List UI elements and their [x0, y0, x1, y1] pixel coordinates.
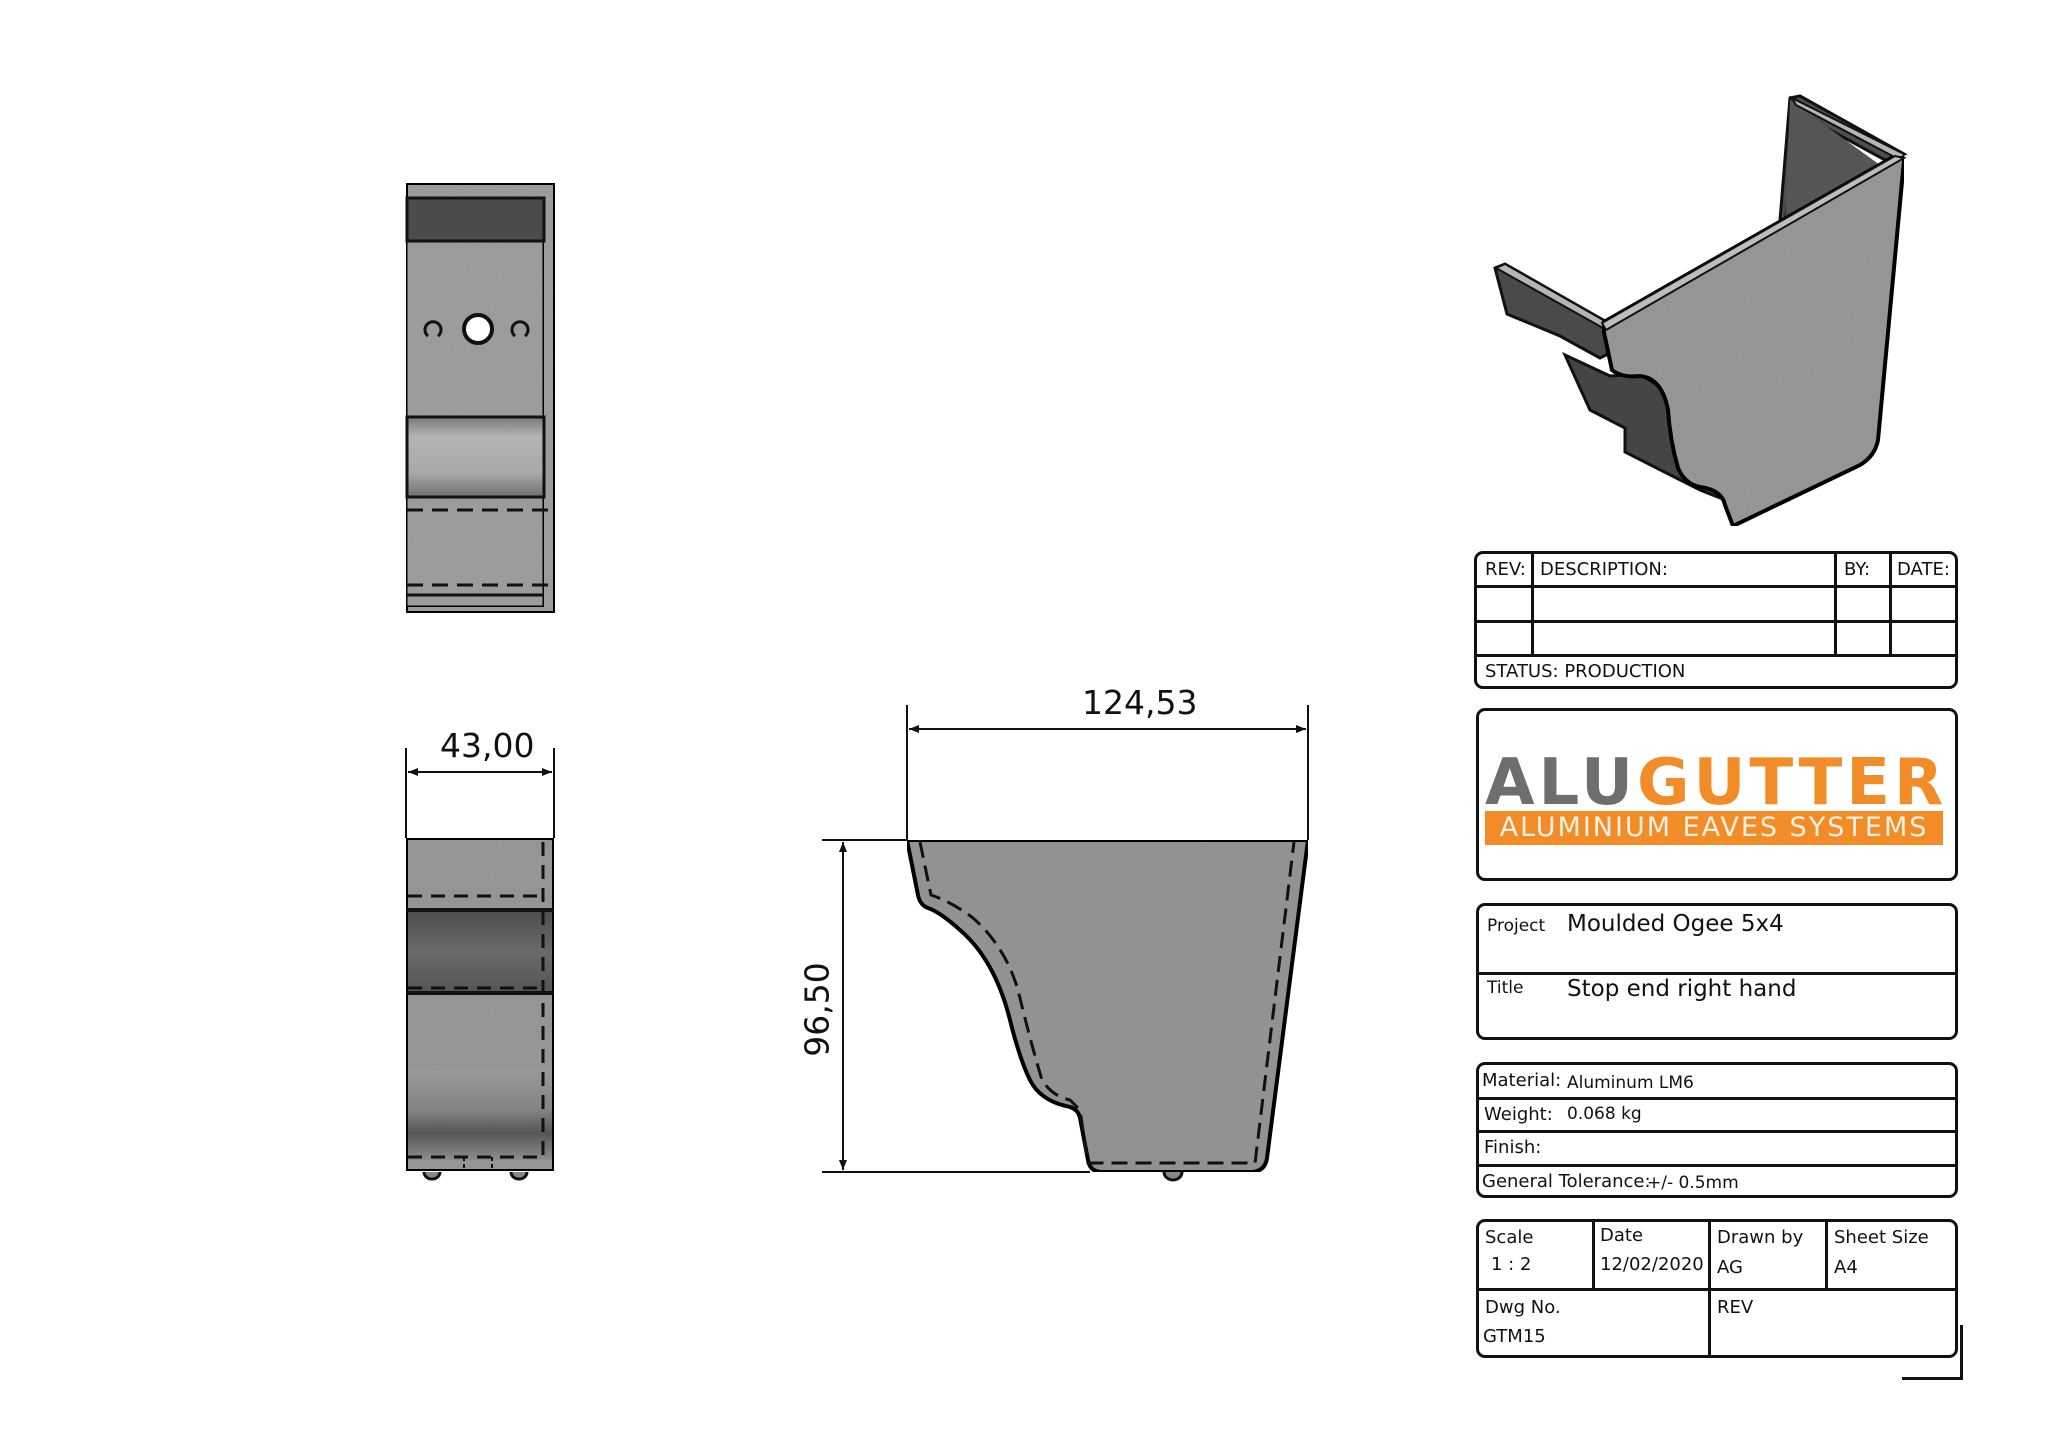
- project-value: Moulded Ogee 5x4: [1567, 911, 1784, 937]
- logo-word-alu: ALU: [1485, 746, 1637, 820]
- title-label: Title: [1487, 978, 1524, 998]
- material-label: Material:: [1482, 1070, 1562, 1091]
- front-view: [822, 705, 1311, 1182]
- logo-word-gutter: GUTTER: [1637, 746, 1948, 820]
- by-header: BY:: [1844, 559, 1871, 580]
- drawn-by-label: Drawn by: [1717, 1227, 1804, 1248]
- weight-value: 0.068 kg: [1567, 1104, 1642, 1124]
- project-label: Project: [1487, 916, 1546, 936]
- drawn-by-value: AG: [1717, 1257, 1743, 1278]
- center-hole-icon: [462, 313, 494, 345]
- rev-label: REV: [1717, 1297, 1754, 1318]
- side-view: [404, 748, 556, 1181]
- rev-header: REV:: [1485, 559, 1526, 580]
- tolerance-label: General Tolerance:: [1482, 1171, 1651, 1192]
- description-header: DESCRIPTION:: [1540, 559, 1668, 580]
- sheet-size-value: A4: [1834, 1257, 1858, 1278]
- dwg-no-value: GTM15: [1483, 1326, 1546, 1347]
- top-view: [404, 181, 557, 615]
- specification-block: Material: Aluminum LM6 Weight: 0.068 kg …: [1476, 1062, 1958, 1198]
- status-text: STATUS: PRODUCTION: [1485, 661, 1686, 682]
- title-value: Stop end right hand: [1567, 976, 1797, 1002]
- logo-tagline: ALUMINIUM EAVES SYSTEMS: [1485, 811, 1943, 845]
- sheet-size-label: Sheet Size: [1834, 1227, 1929, 1248]
- isometric-view: [1493, 94, 1908, 529]
- scale-value: 1 : 2: [1491, 1254, 1532, 1275]
- side-view-width-dimension: 43,00: [440, 726, 535, 765]
- weight-label: Weight:: [1484, 1104, 1553, 1125]
- finish-label: Finish:: [1484, 1137, 1542, 1158]
- left-slot-icon: [423, 320, 443, 338]
- date-label: Date: [1600, 1225, 1644, 1246]
- company-logo-box: ALUGUTTER ALUMINIUM EAVES SYSTEMS: [1476, 708, 1958, 881]
- right-slot-icon: [510, 320, 530, 338]
- date-value: 12/02/2020: [1600, 1254, 1704, 1275]
- front-view-width-dimension: 124,53: [1082, 683, 1198, 722]
- scale-label: Scale: [1485, 1227, 1534, 1248]
- tolerance-value: +/- 0.5mm: [1647, 1173, 1739, 1193]
- material-value: Aluminum LM6: [1567, 1073, 1694, 1093]
- drawing-info-block: Scale 1 : 2 Date 12/02/2020 Drawn by AG …: [1476, 1219, 1958, 1358]
- revision-table: REV: DESCRIPTION: BY: DATE: STATUS: PROD…: [1474, 551, 1958, 689]
- dwg-no-label: Dwg No.: [1485, 1297, 1561, 1318]
- date-header: DATE:: [1897, 559, 1950, 580]
- front-view-height-dimension: 96,50: [797, 962, 837, 1057]
- project-title-block: Project Moulded Ogee 5x4 Title Stop end …: [1476, 903, 1958, 1040]
